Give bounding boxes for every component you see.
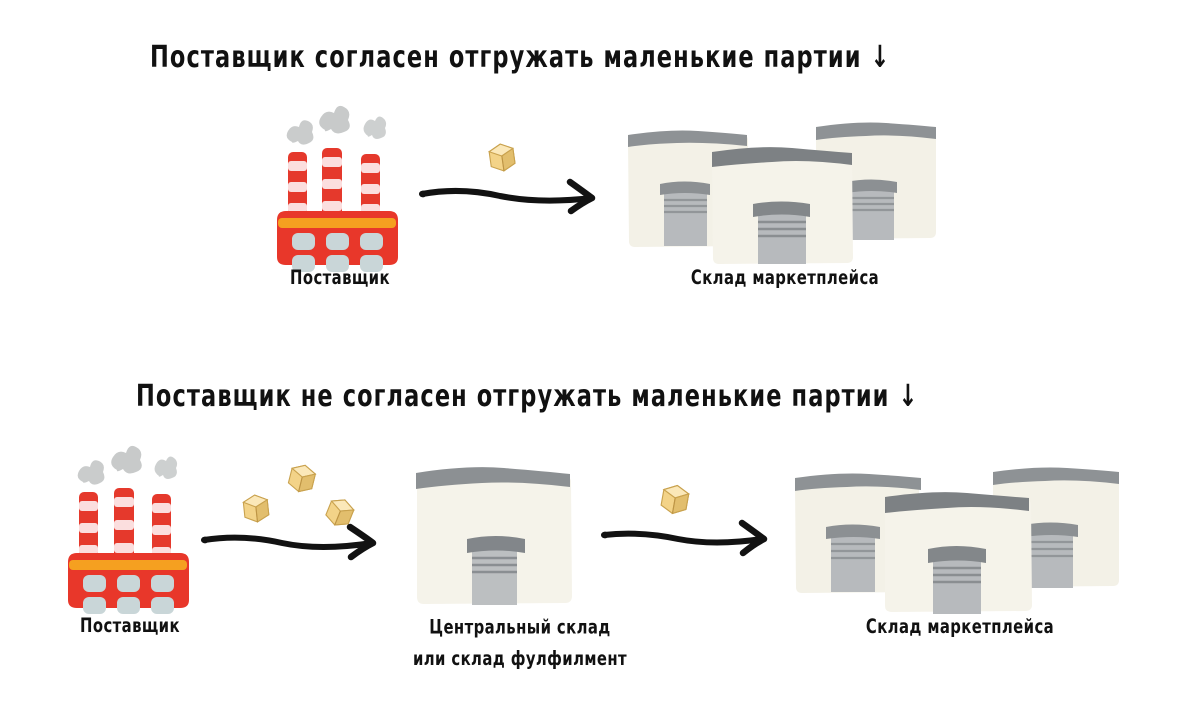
central-warehouse-label-line2: или склад фулфилмент xyxy=(412,647,628,670)
arrow-right-icon xyxy=(419,178,596,215)
factory-icon xyxy=(277,105,398,272)
factory-chimney-center xyxy=(114,488,134,566)
warehouse-icon xyxy=(416,467,572,605)
factory-icon xyxy=(68,445,189,614)
node-supplier-top xyxy=(262,104,412,272)
node-label-marketplace-bottom: Склад маркетплейса xyxy=(865,615,1055,638)
warehouse-front-center xyxy=(885,492,1032,614)
factory-chimney-center xyxy=(322,148,342,224)
factory-chimney-right xyxy=(152,494,171,566)
node-supplier-bottom xyxy=(55,445,205,614)
factory-chimney-right xyxy=(361,154,380,224)
cardboard-box-icon xyxy=(660,484,690,515)
section-title-agrees: Поставщик согласен отгружать маленькие п… xyxy=(150,38,891,75)
arrow-right-icon xyxy=(201,523,377,561)
factory-chimney-left xyxy=(288,152,307,224)
factory-stripe xyxy=(278,218,396,228)
factory-chimney-left xyxy=(79,492,98,566)
smoke-puff-icon xyxy=(77,445,178,485)
warehouse-icon xyxy=(795,467,1119,614)
node-label-supplier-bottom: Поставщик xyxy=(80,614,180,637)
warehouse-front-center xyxy=(712,147,853,264)
factory-body xyxy=(277,211,398,272)
node-label-marketplace-top: Склад маркетплейса xyxy=(690,266,880,289)
smoke-puff-icon xyxy=(286,105,387,145)
node-central-warehouse xyxy=(405,455,585,610)
flow-top-1-box xyxy=(482,137,522,177)
section-title-refuses: Поставщик не согласен отгружать маленьки… xyxy=(136,377,919,414)
node-label-central-warehouse: Центральный склад или склад фулфилмент xyxy=(385,613,655,675)
factory-body xyxy=(68,553,189,614)
warehouse-icon xyxy=(628,122,936,264)
cardboard-box-icon xyxy=(487,143,516,172)
node-marketplace-warehouse-top xyxy=(620,118,940,264)
flow-bottom-1-arrow xyxy=(200,523,390,561)
factory-windows xyxy=(83,575,174,614)
cardboard-box-icon xyxy=(242,464,355,526)
node-label-supplier-top: Поставщик xyxy=(290,266,390,289)
factory-stripe xyxy=(69,560,187,570)
flow-top-1-arrow xyxy=(418,178,608,215)
arrow-right-icon xyxy=(601,519,768,557)
factory-windows xyxy=(292,233,383,272)
flow-bottom-2-arrow xyxy=(600,519,780,557)
node-marketplace-warehouse-bottom xyxy=(785,462,1125,614)
flow-bottom-2-box xyxy=(654,478,696,520)
flow-bottom-1-boxes xyxy=(236,462,366,534)
central-warehouse-label-line1: Центральный склад xyxy=(429,616,611,639)
